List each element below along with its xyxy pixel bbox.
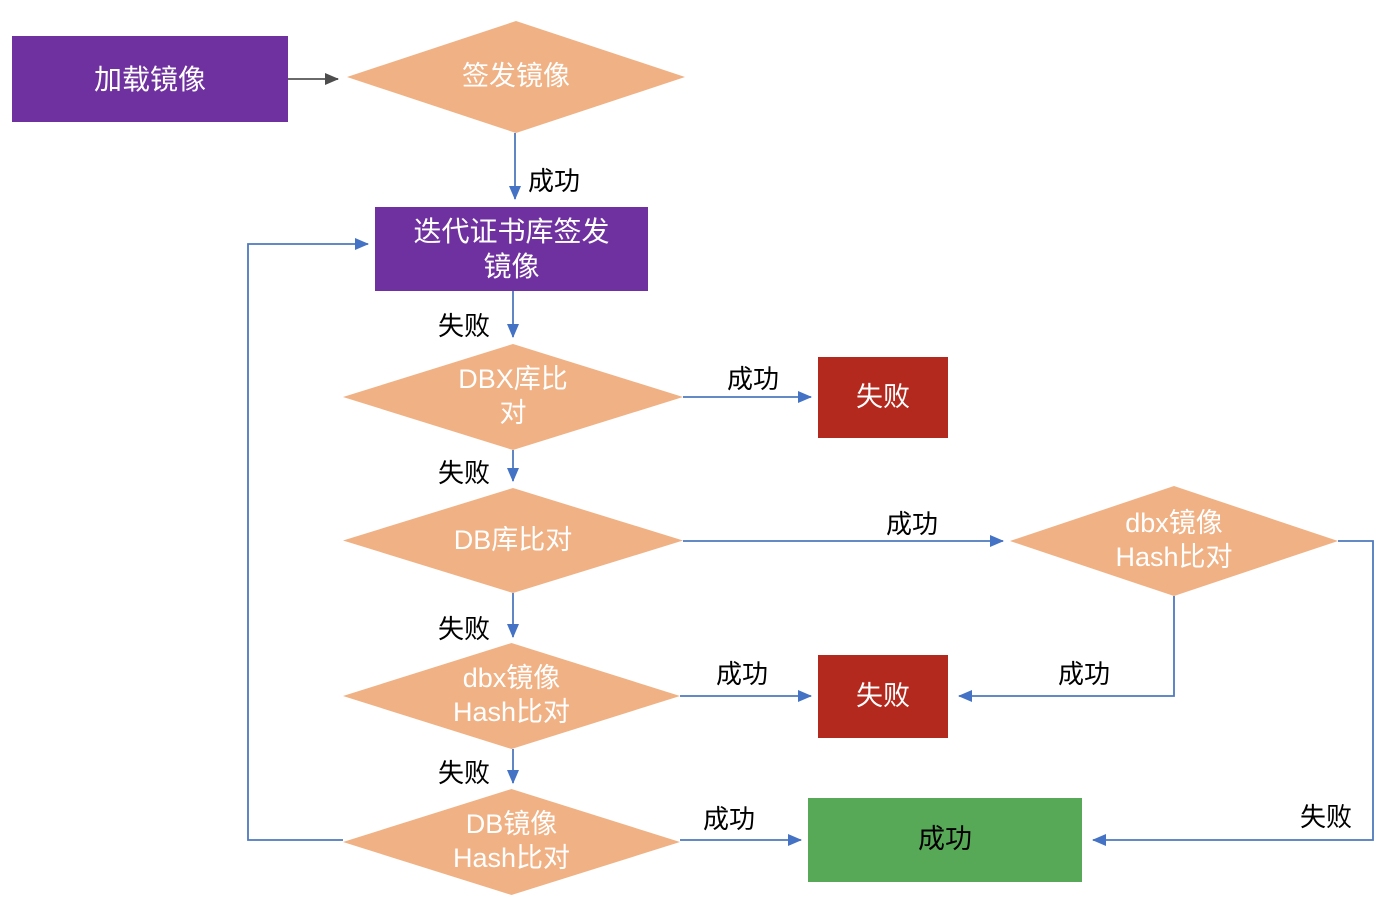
edge-label-dbxhashright-success: 成功: [1058, 659, 1111, 689]
node-fail-result-1: 失败: [818, 357, 948, 438]
node-load-image: 加载镜像: [12, 36, 288, 122]
edge-label-dblib-fail: 失败: [438, 614, 491, 644]
node-sign-image-label: 签发镜像: [462, 61, 570, 92]
edge-label-dbxhashmid-success: 成功: [716, 659, 769, 689]
node-dbx-lib-compare-line2: 对: [499, 398, 527, 428]
edge-label-dbxhashmid-fail: 失败: [438, 758, 491, 788]
edge-label-dbxlib-success: 成功: [727, 364, 780, 394]
edge-dbhash-loop-to-iterate: [247, 238, 369, 841]
node-fail-result-2-label: 失败: [856, 680, 910, 711]
edge-label-dbhash-success: 成功: [703, 804, 756, 834]
edge-dbxhashright-to-fail2: [958, 596, 1175, 702]
node-db-hash-compare-line1: DB镜像: [465, 809, 558, 840]
edge-label-dblib-success: 成功: [886, 509, 939, 539]
node-dbx-lib-compare-line1: DBX库比: [458, 364, 568, 395]
node-dbx-hash-compare-line2: Hash比对: [452, 697, 571, 727]
node-fail-result-2: 失败: [818, 655, 948, 738]
node-success-result-label: 成功: [918, 824, 972, 855]
edge-label-iterate-fail: 失败: [438, 311, 491, 341]
node-dbx-hash-compare-line1: dbx镜像: [462, 663, 561, 694]
edge-dbxhashright-to-success: [1092, 540, 1374, 846]
node-load-image-label: 加载镜像: [93, 63, 206, 95]
edge-label-dbxlib-fail: 失败: [438, 458, 491, 488]
node-db-hash-compare-line2: Hash比对: [452, 843, 571, 873]
node-dbx-hash-compare-right-line1: dbx镜像: [1125, 508, 1223, 539]
edge-label-dbxhashright-fail: 失败: [1300, 802, 1353, 832]
node-success-result: 成功: [808, 798, 1082, 882]
node-fail-result-1-label: 失败: [856, 381, 910, 412]
node-iterate-cert-store: 迭代证书库签发 镜像: [375, 207, 648, 291]
node-dbx-hash-compare-right-line2: Hash比对: [1115, 542, 1233, 572]
node-db-lib-compare-label: DB库比对: [453, 524, 573, 555]
node-iterate-cert-store-line2: 镜像: [483, 251, 540, 282]
edge-label-sign-success: 成功: [528, 166, 581, 196]
node-iterate-cert-store-line1: 迭代证书库签发: [413, 216, 610, 247]
